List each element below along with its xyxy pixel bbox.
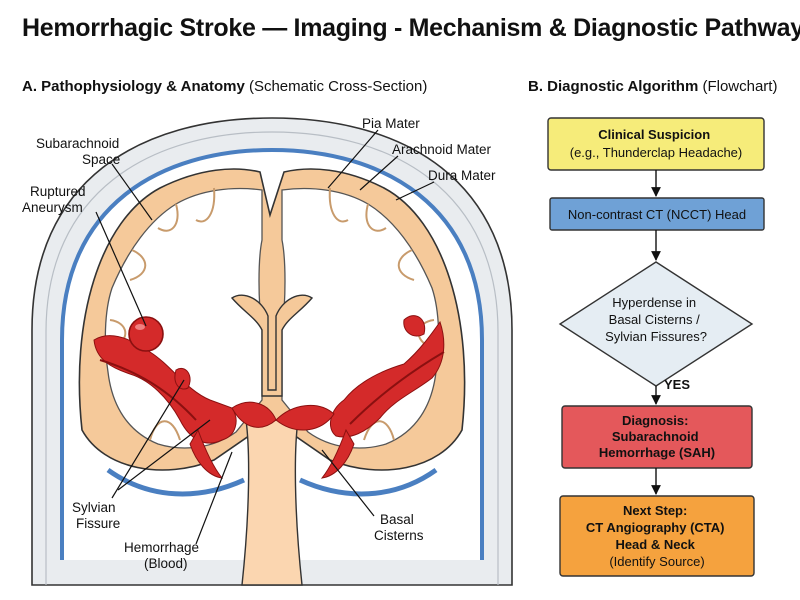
section-a-bold: A. Pathophysiology & Anatomy <box>22 78 245 95</box>
section-a-heading: A. Pathophysiology & Anatomy (Schematic … <box>22 78 427 95</box>
label-pia-mater: Pia Mater <box>362 116 420 131</box>
label-ruptured-aneurysm: Ruptured Aneurysm <box>22 184 89 215</box>
ventricles <box>230 294 314 397</box>
hemorrhage-blood <box>93 315 445 479</box>
flow-step-ncct <box>549 197 765 231</box>
brainstem <box>241 419 303 586</box>
flow-decision-hyperdense-text: Hyperdense in Basal Cisterns / Sylvian F… <box>605 295 707 344</box>
label-hemorrhage: Hemorrhage (Blood) <box>124 540 203 571</box>
label-sylvian-fissure: Sylvian Fissure <box>72 500 120 531</box>
leader-lines <box>95 129 435 545</box>
section-b-subtitle: (Flowchart) <box>698 78 778 95</box>
section-a-subtitle: (Schematic Cross-Section) <box>244 78 428 95</box>
brain-cross-section <box>31 117 513 586</box>
flow-yes-label: YES <box>664 377 690 392</box>
flowchart: Clinical Suspicion (e.g., Thunderclap He… <box>547 117 765 577</box>
flow-step-cta <box>559 495 755 577</box>
flow-step-clinical-suspicion-text: Clinical Suspicion (e.g., Thunderclap He… <box>570 127 742 160</box>
flow-step-ncct-text: Non-contrast CT (NCCT) Head <box>568 207 746 222</box>
page-title: Hemorrhagic Stroke — Imaging - Mechanism… <box>22 14 800 42</box>
flow-step-cta-text: Next Step: CT Angiography (CTA) Head & N… <box>586 503 728 569</box>
label-basal-cisterns: Basal Cisterns <box>374 512 424 543</box>
label-dura-mater: Dura Mater <box>428 168 496 183</box>
section-b-heading: B. Diagnostic Algorithm (Flowchart) <box>528 78 777 95</box>
flow-step-clinical-suspicion <box>547 117 765 171</box>
section-b-bold: B. Diagnostic Algorithm <box>528 78 699 95</box>
flow-step-diagnosis-sah <box>561 405 753 469</box>
label-arachnoid-mater: Arachnoid Mater <box>392 142 492 157</box>
ruptured-aneurysm <box>128 316 164 352</box>
label-subarachnoid-space: Subarachnoid Space <box>36 136 123 167</box>
flow-step-diagnosis-sah-text: Diagnosis: Subarachnoid Hemorrhage (SAH) <box>599 413 715 460</box>
